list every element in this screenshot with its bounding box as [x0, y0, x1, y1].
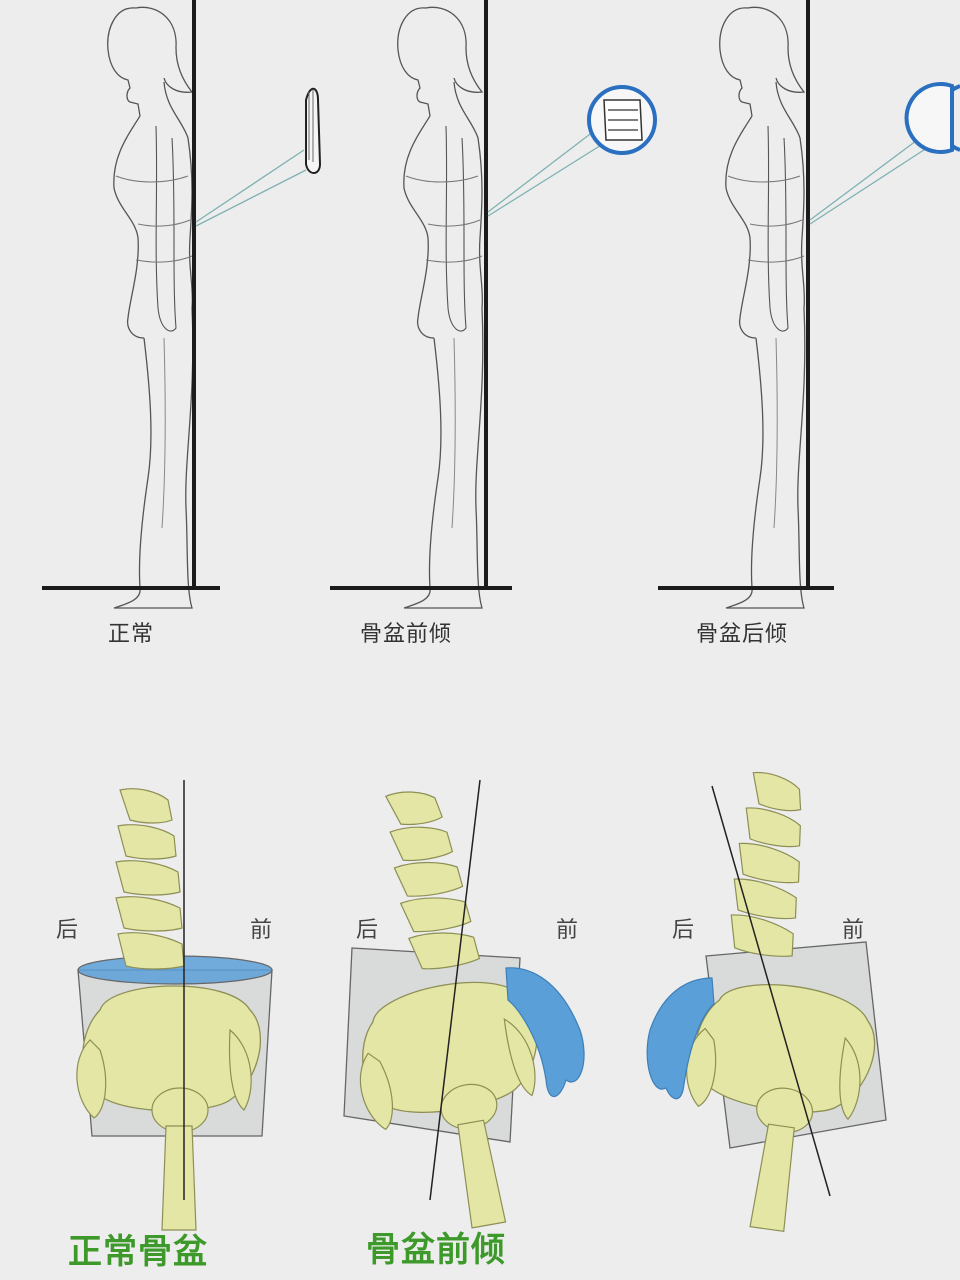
- caption-normal: 正常: [108, 622, 155, 647]
- label-front-2: 前: [556, 918, 579, 943]
- caption-anterior-tilt-pelvis: 骨盆前倾: [366, 1230, 506, 1270]
- top-panel-posterior-tilt: [658, 0, 960, 609]
- top-panel-normal: [42, 0, 322, 609]
- bottom-panel-anterior-tilt-pelvis: [343, 779, 585, 1244]
- caption-anterior-tilt: 骨盆前倾: [360, 622, 453, 647]
- caption-posterior-tilt: 骨盆后倾: [696, 622, 789, 647]
- label-back-1: 后: [56, 918, 79, 943]
- water-spill-back: [646, 977, 715, 1100]
- water-spill-front: [505, 967, 585, 1098]
- caption-normal-pelvis: 正常骨盆: [68, 1232, 208, 1272]
- top-panel-anterior-tilt: [330, 0, 657, 609]
- no-gap-inset-icon: [904, 82, 960, 154]
- label-back-2: 后: [356, 918, 379, 943]
- fist-inset-icon: [587, 85, 657, 155]
- label-front-1: 前: [250, 918, 273, 943]
- bottom-panel-posterior-tilt-pelvis: [646, 770, 887, 1241]
- label-back-3: 后: [672, 918, 695, 943]
- bottom-panel-normal-pelvis: [76, 780, 273, 1231]
- flat-hand-icon: [305, 87, 322, 174]
- label-front-3: 前: [842, 918, 865, 943]
